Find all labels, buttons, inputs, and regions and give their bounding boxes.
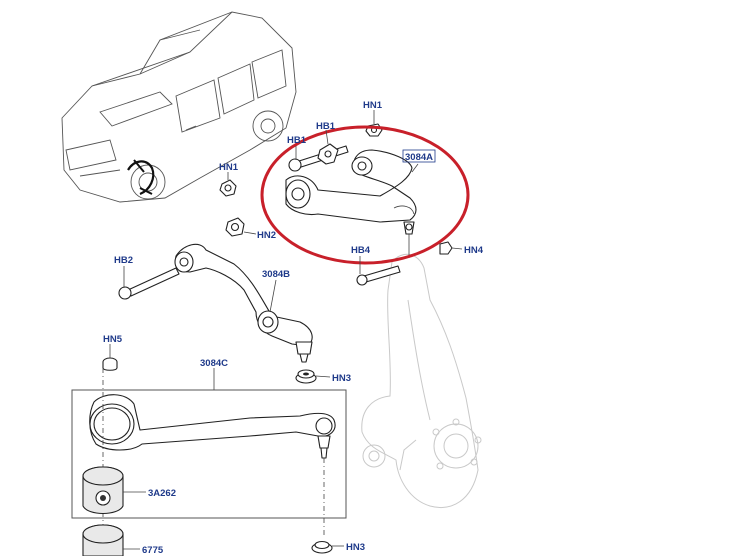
label-6775: 6775 [142,545,164,556]
label-hb1-a: HB1 [316,121,336,132]
vehicle-illustration [61,11,297,203]
label-hn2: HN2 [257,230,276,241]
kit-box-3084c [71,389,347,519]
label-hb1-b: HB1 [287,135,307,146]
fastener-hn2-nut [225,217,245,237]
steering-knuckle-outline [361,253,482,508]
label-hb2: HB2 [114,255,133,266]
label-3084a: 3084A [405,152,433,163]
label-hn5: HN5 [103,334,123,345]
label-3a262: 3A262 [148,488,176,499]
fastener-hn5-nut [102,357,118,371]
fastener-hb2-bolt [118,267,180,300]
label-3084b: 3084B [262,269,290,280]
label-3084c: 3084C [200,358,228,369]
label-hn1-left: HN1 [219,162,239,173]
front-control-arm-3084c [89,394,336,459]
upper-control-arm-3084a [285,149,417,235]
fastener-hb1-bracket [317,143,339,165]
bushing-6775 [82,524,124,556]
highlight-ellipse [260,125,470,265]
fastener-hn3-washer-mid [295,369,317,384]
label-hn3-mid: HN3 [332,373,351,384]
fastener-hn1-left-nut [219,179,237,197]
fastener-hn4-nut [439,241,453,255]
fastener-hn3-washer-bottom [311,540,333,554]
bushing-3a262 [82,466,124,515]
lower-control-arm-3084b [174,243,313,363]
label-3084a-frame [402,149,436,163]
label-hn4: HN4 [464,245,484,256]
label-hb4: HB4 [351,245,371,256]
part-labels: HN1 HB1 HB1 3084A HN1 HN2 HB4 HN4 HB2 30… [103,100,484,556]
fastener-hb4-bolt [356,265,401,286]
label-hn3-bottom: HN3 [346,542,365,553]
label-hn1-top: HN1 [363,100,383,111]
leader-lines [109,110,463,550]
